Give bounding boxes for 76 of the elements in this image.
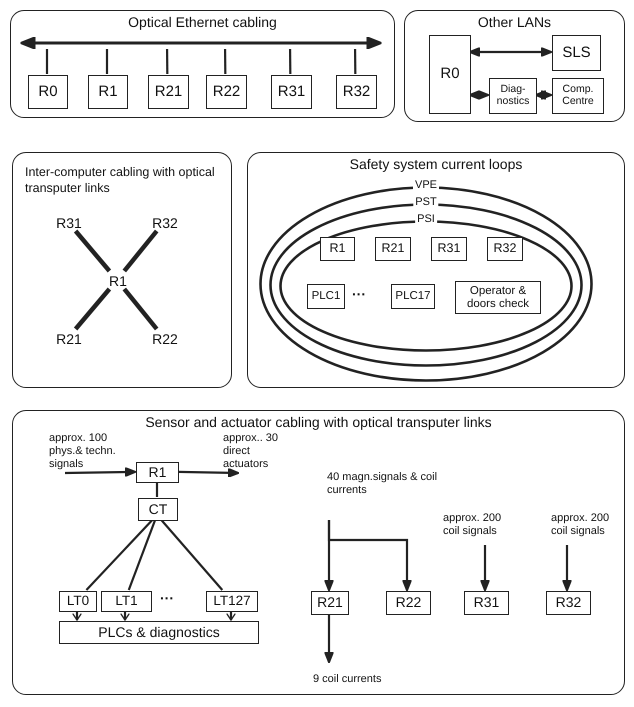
panel (12, 410, 625, 695)
unit-box: R22 (206, 75, 247, 109)
connector (224, 48, 226, 74)
unit-box: R32 (487, 237, 523, 261)
unit-box: R0 (28, 75, 68, 109)
panel (10, 10, 395, 118)
connector (328, 520, 412, 592)
unit-box: LT0 (59, 591, 97, 612)
node-label: R1 (104, 272, 132, 290)
panel-title: Safety system current loops (348, 156, 524, 172)
connector (86, 519, 154, 591)
unit-box: R21 (375, 237, 411, 261)
unit-box: SLS (552, 35, 601, 71)
connector (122, 288, 158, 330)
signal-note: approx. 200 coil signals (443, 512, 511, 540)
panel (404, 10, 625, 122)
connector (160, 519, 224, 591)
unit-box: R1 (88, 75, 128, 109)
connector (178, 468, 240, 478)
unit-box: CT (138, 498, 178, 521)
node-label: R32 (147, 214, 183, 232)
unit-box: Operator & doors check (455, 281, 541, 314)
panel (247, 152, 625, 388)
unit-box: PLC17 (391, 284, 435, 309)
connector (562, 545, 572, 592)
signal-note: 9 coil currents (313, 673, 403, 688)
unit-box: R22 (386, 591, 431, 615)
connector (156, 482, 158, 497)
connector (64, 466, 137, 478)
connector (106, 49, 108, 74)
connector (324, 614, 334, 664)
unit-box: PLC1 (307, 284, 345, 309)
panel-title: Other LANs (476, 14, 552, 30)
panel-title: Inter-computer cabling with optical transputer links (25, 165, 215, 196)
unit-box: R1 (320, 237, 355, 261)
connector (74, 230, 112, 272)
connector (72, 611, 82, 621)
ellipsis-mark: ··· (352, 286, 367, 303)
signal-note: approx. 200 coil signals (551, 512, 619, 540)
node-label: R31 (51, 214, 87, 232)
connector (128, 520, 156, 590)
unit-box: R0 (429, 35, 471, 114)
unit-box: R21 (148, 75, 189, 109)
unit-box: LT1 (101, 591, 152, 612)
unit-box: R32 (336, 75, 377, 109)
loop-label: VPE (413, 179, 439, 192)
unit-box: R31 (464, 591, 509, 615)
loop-label: PSI (415, 213, 437, 226)
connector (226, 611, 236, 621)
ellipsis-mark: ··· (160, 590, 175, 607)
connector (354, 48, 356, 74)
unit-box: R21 (311, 591, 349, 615)
unit-box: LT127 (206, 591, 258, 612)
connector (122, 230, 158, 272)
panel-title: Sensor and actuator cabling with optical transputer links (144, 414, 493, 430)
connector (166, 48, 168, 74)
loop-label: PST (413, 196, 439, 209)
unit-box: R32 (546, 591, 591, 615)
unit-box: R1 (136, 462, 179, 483)
node-label: R22 (147, 330, 183, 348)
panel (12, 152, 232, 388)
unit-box: R31 (431, 237, 467, 261)
signal-note: approx. 100 phys.& techn. signals (49, 432, 131, 471)
unit-box: PLCs & diagnostics (59, 621, 259, 644)
signal-note: approx.. 30 direct actuators (223, 432, 287, 471)
unit-box: R31 (271, 75, 312, 109)
unit-box: Diag-nostics (489, 78, 537, 114)
node-label: R21 (51, 330, 87, 348)
connector (480, 545, 490, 592)
connector (288, 48, 292, 74)
signal-note: 40 magn.signals & coil currents (327, 471, 439, 499)
connector (46, 49, 48, 74)
unit-box: Comp. Centre (552, 78, 604, 114)
panel-title: Optical Ethernet cabling (127, 14, 278, 30)
connector (74, 288, 112, 330)
connector (120, 611, 130, 621)
